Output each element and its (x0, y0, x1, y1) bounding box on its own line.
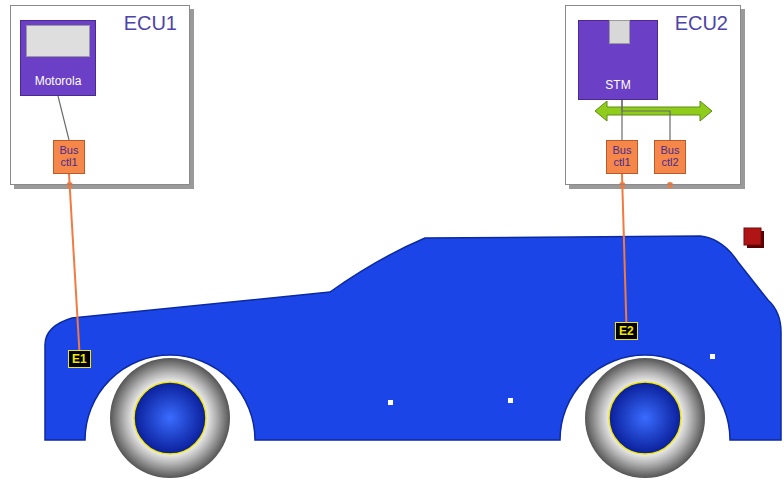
ecu-box: ECU1MotorolaBus ctl1 (10, 5, 190, 185)
box-label: Bus ctl2 (656, 145, 684, 168)
location-tag: E2 (615, 322, 638, 340)
bus-controller: Bus ctl1 (606, 140, 638, 174)
ecu-housing (10, 5, 190, 185)
port-dot (619, 182, 625, 188)
wheel-tyre (110, 358, 230, 478)
connector (622, 174, 626, 322)
processor-box: Motorola (20, 20, 96, 96)
connector (622, 100, 670, 140)
bus-controller: Bus ctl2 (654, 140, 686, 174)
port-dot (667, 182, 673, 188)
chip-window (26, 25, 90, 57)
internal-bus-arrow (595, 101, 712, 121)
ecu-housing (565, 5, 741, 185)
mount-point (388, 400, 393, 405)
chip-window (609, 20, 630, 44)
box-label: Motorola (35, 75, 82, 88)
connector (69, 174, 79, 350)
mount-point (508, 398, 513, 403)
box-label: STM (605, 79, 630, 92)
location-tag: E1 (68, 350, 91, 368)
bullet-square (744, 228, 761, 245)
processor-box: STM (578, 20, 658, 100)
wheel-hub (134, 382, 206, 454)
box-label: Bus ctl1 (608, 145, 636, 168)
ecu-box: ECU2STMBus ctl1Bus ctl2 (565, 5, 741, 185)
connector (621, 100, 622, 140)
bus-controller: Bus ctl1 (53, 140, 85, 174)
wheel-hub (609, 382, 681, 454)
wheel-tyre (585, 358, 705, 478)
box-label: Bus ctl1 (55, 145, 83, 168)
mount-point (710, 354, 715, 359)
connector (58, 96, 69, 140)
tag-label: E1 (72, 352, 87, 366)
tag-label: E2 (619, 324, 634, 338)
port-dot (67, 182, 73, 188)
